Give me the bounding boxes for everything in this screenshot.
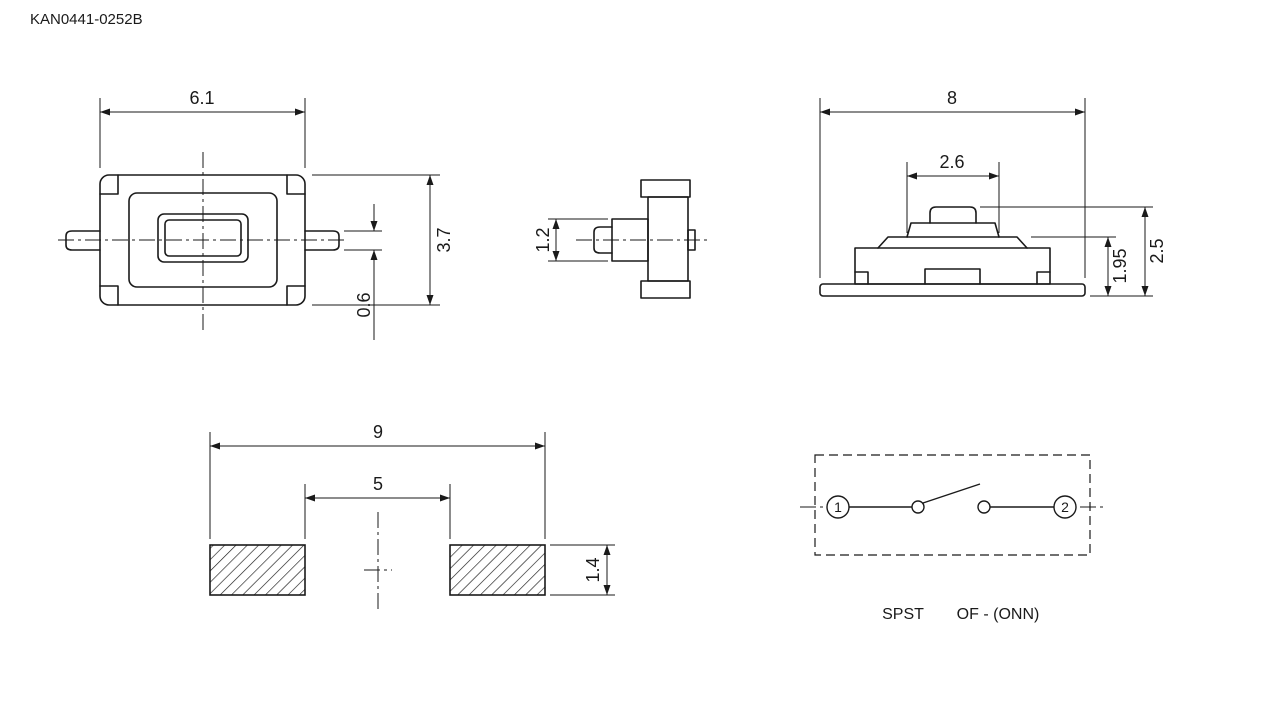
front-view-button — [906, 222, 1000, 238]
dimension-top-height: 3.7 — [312, 174, 454, 306]
dimension-lead-width: 0.6 — [344, 204, 382, 340]
top-view-lead-right — [304, 230, 340, 251]
contact-left — [911, 500, 925, 514]
side-view-tab — [687, 229, 696, 251]
terminal-2-circle — [1053, 495, 1077, 519]
schematic: 1 2 SPST OF - (ONN) — [800, 454, 1105, 623]
top-view-body — [99, 174, 306, 306]
switch-lever — [922, 483, 981, 504]
dimension-total-height: 2.5 — [980, 206, 1167, 297]
dimension-top-width: 6.1 — [99, 88, 306, 168]
side-view: 1.2 — [533, 179, 710, 299]
top-view: 6.1 3.7 0.6 — [58, 88, 454, 340]
side-view-body — [647, 196, 689, 282]
top-view-corner-notch — [286, 174, 306, 195]
top-view-corner-notch — [286, 285, 306, 306]
dimension-body-height: 1.95 — [1031, 236, 1130, 296]
dimension-front-width: 8 — [819, 88, 1086, 278]
top-view-corner-notch — [99, 174, 119, 195]
front-view-bottom-notch — [924, 268, 981, 285]
side-view-stem-base — [611, 218, 649, 262]
dim-pad-outer-span-value: 9 — [373, 422, 383, 442]
land-pattern: 9 5 1.4 — [209, 422, 615, 612]
side-view-top-flange — [640, 179, 691, 198]
side-view-stem-tip — [593, 226, 613, 254]
dimension-pad-height: 1.4 — [550, 544, 615, 596]
dim-pad-height-value: 1.4 — [583, 557, 603, 582]
dimension-stem-height: 1.2 — [533, 218, 608, 262]
top-view-button-inner — [164, 219, 242, 257]
front-view-cover — [877, 236, 1028, 249]
front-view-bump — [929, 206, 977, 224]
dim-body-height-value: 1.95 — [1110, 248, 1130, 283]
schematic-boundary — [814, 454, 1091, 556]
dim-top-height-value: 3.7 — [434, 227, 454, 252]
top-view-corner-notch — [99, 285, 119, 306]
terminal-1-label: 1 — [834, 499, 842, 515]
dimension-pad-outer-span: 9 — [209, 422, 546, 539]
dim-total-height-value: 2.5 — [1147, 238, 1167, 263]
schematic-state-label: OF - (ONN) — [957, 606, 1040, 623]
top-view-lead-left — [65, 230, 101, 251]
front-view-base-plate — [819, 283, 1086, 297]
dim-pad-pitch-value: 5 — [373, 474, 383, 494]
schematic-type-label: SPST — [882, 606, 924, 623]
dim-button-width-value: 2.6 — [939, 152, 964, 172]
dim-stem-height-value: 1.2 — [533, 227, 553, 252]
dimension-button-width: 2.6 — [906, 152, 1000, 233]
top-view-button-outer — [157, 213, 249, 263]
contact-right — [977, 500, 991, 514]
front-view-lead-relief-left — [854, 271, 869, 285]
side-view-bottom-flange — [640, 280, 691, 299]
dimension-pad-pitch: 5 — [304, 474, 451, 539]
part-number: KAN0441-0252B — [30, 11, 143, 28]
pad-right — [449, 544, 546, 596]
dim-lead-width-value: 0.6 — [354, 292, 374, 317]
top-view-face — [128, 192, 278, 288]
front-view: 8 2.6 1.95 2.5 — [819, 88, 1167, 297]
front-view-lead-relief-right — [1036, 271, 1051, 285]
terminal-2-label: 2 — [1061, 499, 1069, 515]
dim-front-width-value: 8 — [947, 88, 957, 108]
dim-top-width-value: 6.1 — [189, 88, 214, 108]
front-view-body — [854, 247, 1051, 285]
pad-left — [209, 544, 306, 596]
